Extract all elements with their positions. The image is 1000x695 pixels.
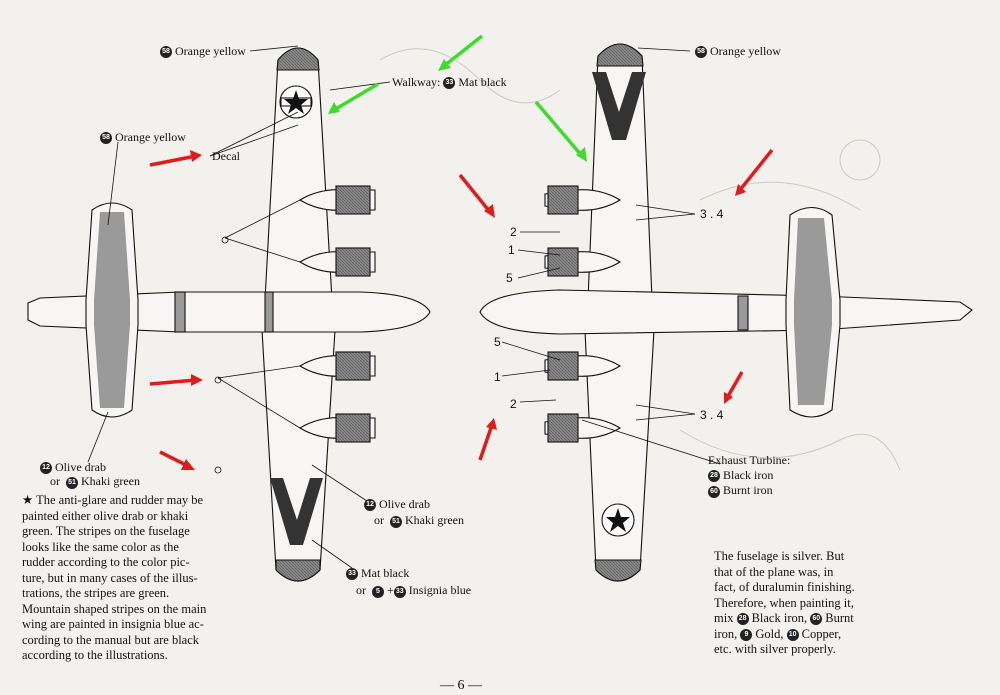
page-number: — 6 — — [440, 678, 482, 693]
left-v-marking — [270, 478, 323, 545]
right-v-marking — [592, 72, 646, 140]
leader-lines — [87, 45, 721, 569]
right-note: The fuselage is silver. But that of the … — [714, 549, 855, 656]
red-arrows — [149, 148, 774, 470]
ref-5-bottom: 5 — [494, 335, 501, 349]
ref-2-top: 2 — [510, 225, 517, 239]
left-engines — [298, 185, 376, 443]
ref-1-top: 1 — [508, 243, 515, 257]
ref-1-bottom: 1 — [494, 370, 501, 384]
right-fuselage — [479, 289, 973, 335]
label-decal: Decal — [212, 149, 240, 163]
background-sketch — [379, 48, 901, 471]
left-note: ★ The anti-glare and rudder may be paint… — [22, 492, 207, 662]
right-aircraft — [479, 43, 973, 582]
ref-3-4-bottom: 3 . 4 — [700, 408, 724, 422]
ref-5-top: 5 — [506, 271, 513, 285]
right-engines — [544, 185, 622, 443]
left-aircraft — [27, 47, 431, 582]
ref-3-4-top: 3 . 4 — [700, 207, 724, 221]
ref-2-bottom: 2 — [510, 397, 517, 411]
green-arrows — [328, 34, 587, 162]
